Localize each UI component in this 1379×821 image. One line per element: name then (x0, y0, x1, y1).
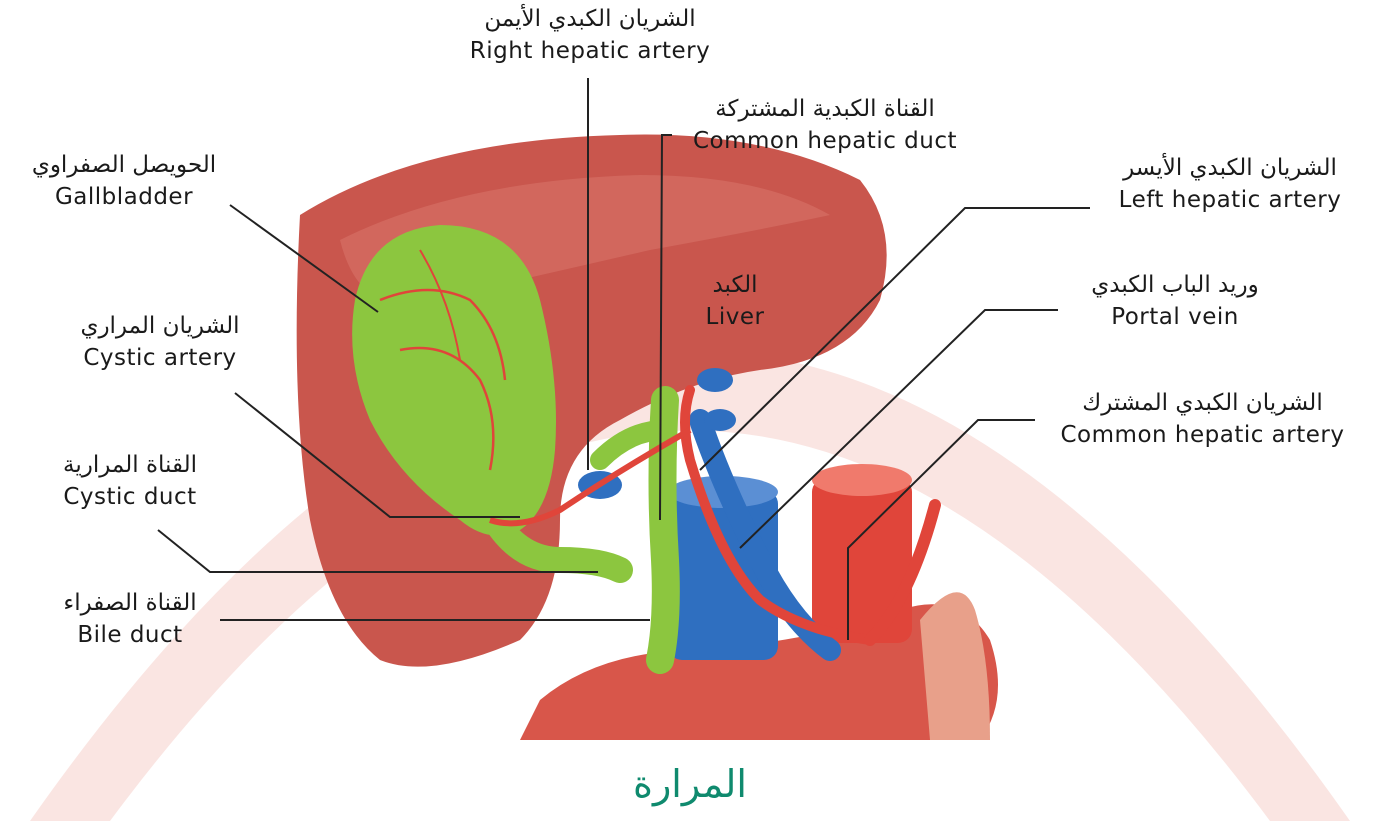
right-hepatic-artery-ar: الشريان الكبدي الأيمن (430, 6, 750, 32)
label-common-hepatic-artery: الشريان الكبدي المشترك Common hepatic ar… (1035, 390, 1370, 449)
cystic-artery-ar: الشريان المراري (50, 313, 270, 339)
label-cystic-duct: القناة المرارية Cystic duct (30, 452, 230, 511)
gallbladder-ar: الحويصل الصفراوي (4, 152, 244, 178)
common-hepatic-artery-ar: الشريان الكبدي المشترك (1035, 390, 1370, 416)
portal-vein-ar: وريد الباب الكبدي (1060, 272, 1290, 298)
label-common-hepatic-duct: القناة الكبدية المشتركة Common hepatic d… (660, 96, 990, 155)
portal-vein-en: Portal vein (1060, 304, 1290, 330)
left-hepatic-artery-ar: الشريان الكبدي الأيسر (1085, 155, 1375, 181)
left-hepatic-artery-en: Left hepatic artery (1085, 187, 1375, 213)
common-hepatic-artery-en: Common hepatic artery (1035, 422, 1370, 448)
label-liver: الكبد Liver (680, 272, 790, 331)
cystic-artery-en: Cystic artery (50, 345, 270, 371)
liver-en: Liver (680, 304, 790, 330)
bile-duct-ar: القناة الصفراء (30, 590, 230, 616)
right-hepatic-artery-en: Right hepatic artery (430, 38, 750, 64)
label-right-hepatic-artery: الشريان الكبدي الأيمن Right hepatic arte… (430, 6, 750, 65)
duodenum-shape (920, 592, 990, 740)
liver-ar: الكبد (680, 272, 790, 298)
label-cystic-artery: الشريان المراري Cystic artery (50, 313, 270, 372)
label-gallbladder: الحويصل الصفراوي Gallbladder (4, 152, 244, 211)
bile-duct-en: Bile duct (30, 622, 230, 648)
label-portal-vein: وريد الباب الكبدي Portal vein (1060, 272, 1290, 331)
label-left-hepatic-artery: الشريان الكبدي الأيسر Left hepatic arter… (1085, 155, 1375, 214)
cystic-duct-en: Cystic duct (30, 484, 230, 510)
aorta (812, 478, 912, 643)
gallbladder-en: Gallbladder (4, 184, 244, 210)
label-bile-duct: القناة الصفراء Bile duct (30, 590, 230, 649)
cystic-duct-ar: القناة المرارية (30, 452, 230, 478)
common-hepatic-duct-ar: القناة الكبدية المشتركة (660, 96, 990, 122)
common-hepatic-duct-en: Common hepatic duct (660, 128, 990, 154)
page-title: المرارة (540, 762, 840, 806)
